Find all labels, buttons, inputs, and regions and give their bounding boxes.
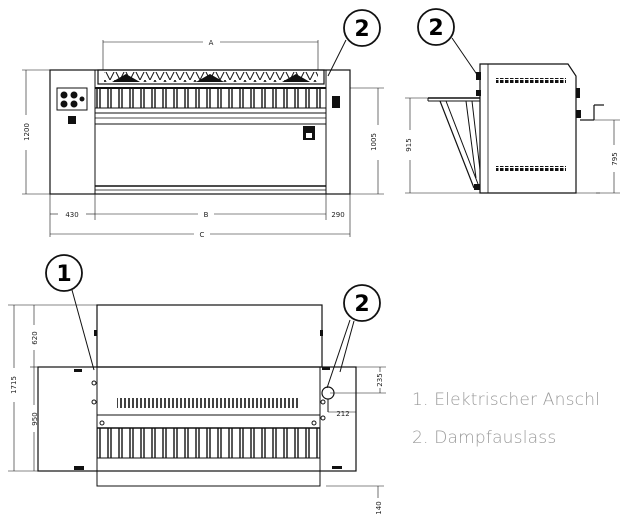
side-vent-top: [496, 78, 566, 84]
dimension-1715-label: 1715: [10, 376, 18, 394]
dimension-b-label: B: [204, 211, 209, 219]
dimension-140-label: 140: [375, 501, 383, 514]
side-vent-bottom: [496, 166, 566, 172]
dimension-290-label: 290: [331, 211, 344, 219]
dimension-top-140: 140: [326, 485, 384, 515]
dimension-212-label: 212: [336, 410, 349, 418]
dimension-top-212: 212: [328, 404, 357, 418]
callout-2-top-label: 2: [354, 292, 369, 317]
callout-2-top: 2: [326, 284, 381, 389]
callout-2-side-label: 2: [428, 16, 443, 41]
top-view: 1715 620 950 235 212: [8, 254, 386, 515]
side-connector: [332, 96, 340, 108]
front-roller-band: [94, 87, 327, 109]
dimension-915-label: 915: [405, 138, 413, 151]
control-panel: [56, 87, 88, 111]
dimension-c-label: C: [200, 231, 205, 239]
side-view: 915 795 2: [405, 8, 620, 194]
callout-2-side: 2: [417, 8, 479, 77]
legend-electric-connection: 1. Elektrischer Anschl: [412, 390, 601, 410]
dimension-side-915: 915: [405, 97, 428, 193]
dimension-height-mid: 1005: [350, 87, 384, 195]
dimension-side-795: 795: [594, 119, 620, 194]
dimension-430-label: 430: [65, 211, 78, 219]
dimension-235-label: 235: [376, 373, 384, 386]
control-knob: [60, 91, 68, 99]
dimension-top-950: 950: [31, 367, 39, 471]
dimension-795-label: 795: [611, 152, 619, 165]
callout-2-front-label: 2: [354, 17, 369, 42]
dimension-a-label: A: [209, 39, 214, 47]
top-vent-slots: [117, 398, 299, 408]
front-body: [49, 69, 351, 195]
side-support-leg: [439, 100, 475, 189]
callout-2-front: 2: [327, 9, 381, 77]
dimension-620-label: 620: [31, 331, 39, 344]
dimension-height-total: 1200: [22, 69, 50, 195]
legend-steam-outlet: 2. Dampfauslass: [412, 428, 557, 448]
front-lower-panel: [94, 123, 327, 187]
front-view: A: [22, 9, 384, 239]
switch-icon: [68, 116, 76, 124]
dimension-top-620: 620: [30, 305, 39, 368]
callout-1-label: 1: [56, 262, 71, 287]
dimension-a: A: [102, 39, 319, 70]
side-body: [479, 63, 577, 194]
callout-1-top: 1: [45, 254, 95, 371]
top-roller-band: [96, 427, 321, 459]
dimension-top-235: 235: [330, 366, 386, 394]
dimension-1005-label: 1005: [370, 133, 378, 151]
dimension-bottom-row: 430 B 290 C: [49, 194, 351, 239]
dimension-top-1715: 1715: [8, 304, 97, 472]
dimension-950-label: 950: [31, 412, 39, 425]
top-feed-table: [96, 304, 323, 368]
dimension-1200-label: 1200: [23, 123, 31, 141]
